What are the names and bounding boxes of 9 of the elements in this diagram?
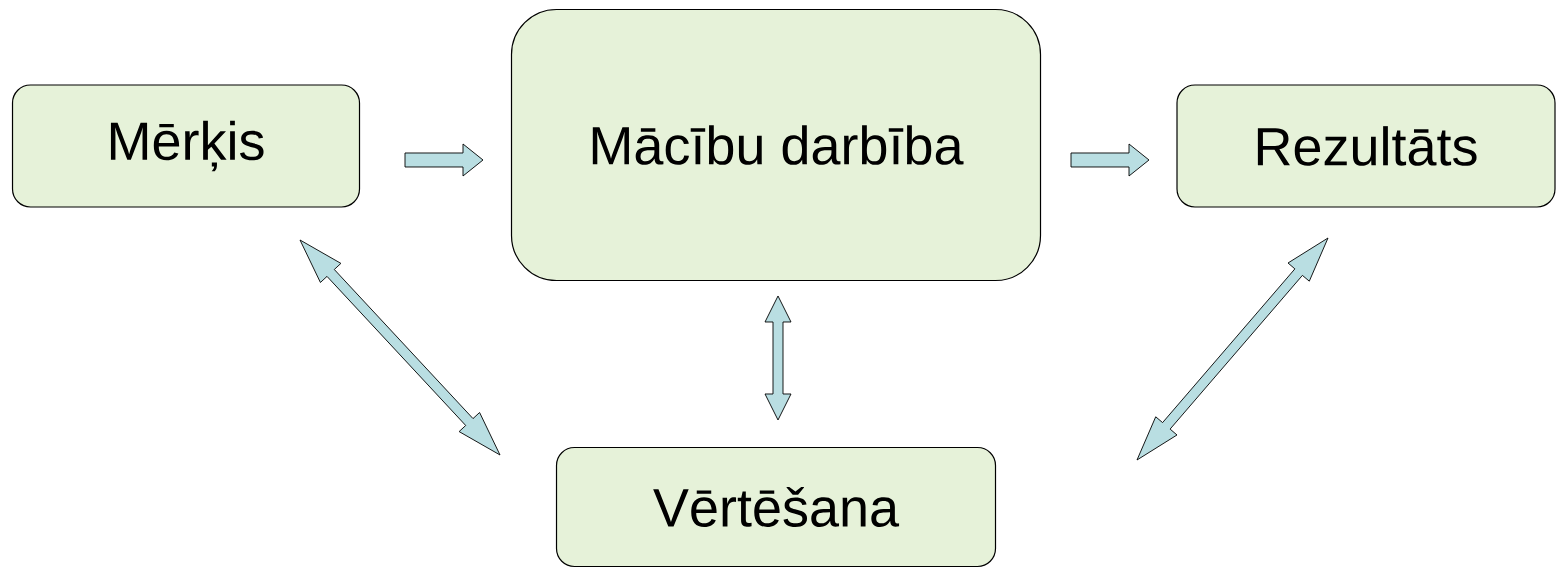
block-arrow	[1070, 143, 1150, 177]
process-box: Mācību darbība	[510, 8, 1042, 282]
process-box: Vērtēšana	[555, 446, 997, 568]
block-arrow	[299, 239, 501, 456]
process-box: Mērķis	[11, 84, 361, 208]
process-box: Rezultāts	[1176, 84, 1556, 208]
block-arrow	[1136, 237, 1329, 461]
block-arrow	[404, 143, 484, 177]
block-arrow	[764, 295, 792, 421]
